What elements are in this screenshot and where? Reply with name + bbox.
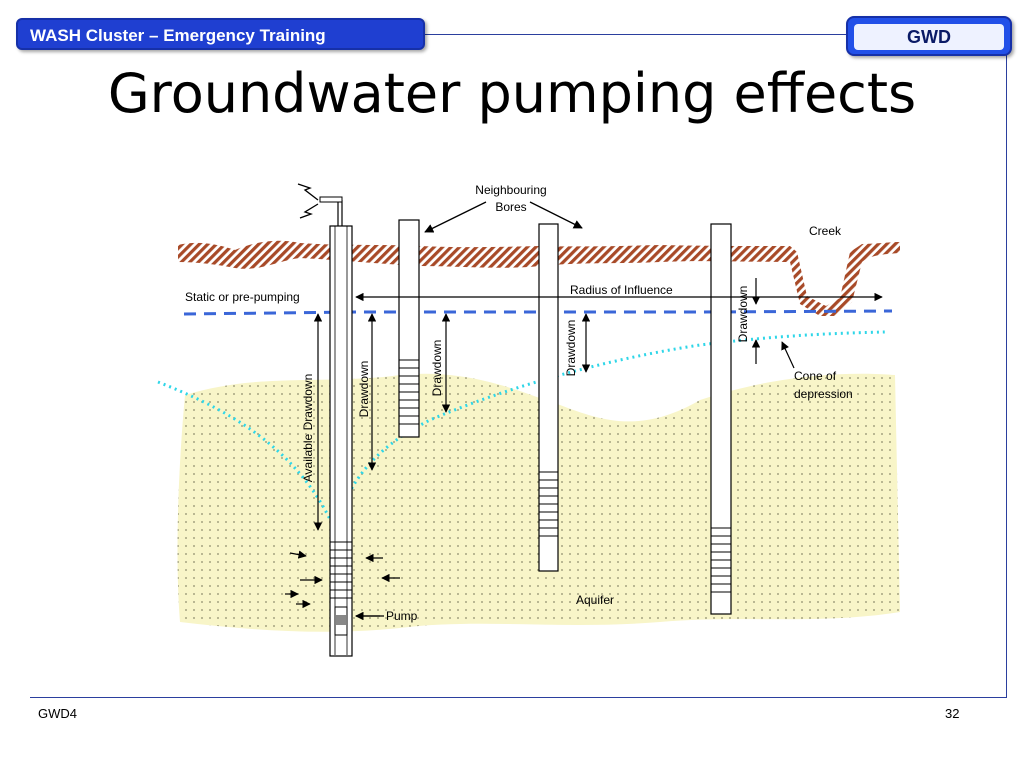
footer-module-code: GWD4 [38,706,77,721]
neighbouring-bore-1 [398,219,420,438]
neighbouring-bore-3 [710,223,732,615]
creek-label: Creek [809,224,842,238]
drawdown-label-bore3: Drawdown [736,286,750,343]
drawdown-label-main: Drawdown [357,361,371,418]
discharge-arrows-icon [297,183,319,219]
course-banner-text: WASH Cluster – Emergency Training [30,26,326,45]
neighbouring-callout-arrows [424,201,583,233]
neighbouring-label-1: Neighbouring [475,183,546,197]
footer-rule [30,697,1007,698]
available-drawdown-label: Available Drawdown [301,374,315,483]
header-rule [425,34,846,35]
drawdown-label-bore2: Drawdown [564,320,578,377]
cone-label-2: depression [794,387,853,401]
cone-of-depression [157,330,886,535]
page-number: 32 [945,706,960,721]
cone-callout-arrow [781,341,795,369]
right-border [1006,52,1007,697]
course-banner: WASH Cluster – Emergency Training [16,18,425,50]
pumping-bore [319,196,353,657]
neighbouring-bore-2 [538,223,559,572]
static-level-label: Static or pre-pumping [185,290,300,304]
static-water-table [183,309,893,316]
radius-label: Radius of Influence [570,283,673,297]
drawdown-label-bore1: Drawdown [430,340,444,397]
cone-label-1: Cone of [794,369,837,383]
slide-title: Groundwater pumping effects [107,62,917,125]
aquifer-label: Aquifer [576,593,614,607]
module-tag-text: GWD [854,24,1004,50]
module-tag: GWD [846,16,1012,56]
pump-label: Pump [386,609,418,623]
neighbouring-label-2: Bores [495,200,526,214]
